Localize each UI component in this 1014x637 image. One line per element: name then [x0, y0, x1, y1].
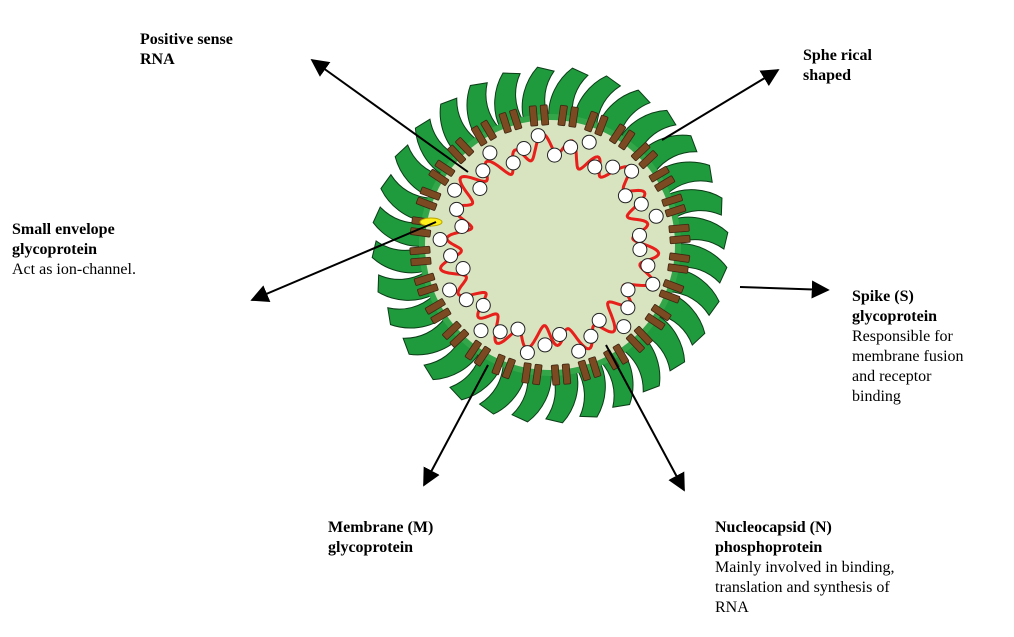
small-envelope-title: Small envelope glycoprotein [12, 220, 136, 260]
nucleocapsid-bead [588, 160, 602, 174]
nucleocapsid-bead [617, 320, 631, 334]
nucleocapsid-bead [444, 249, 458, 263]
nucleocapsid-bead [473, 182, 487, 196]
nucleocapsid-bead [511, 322, 525, 336]
nucleocapsid-bead [506, 156, 520, 170]
nucleocapsid-bead [572, 344, 586, 358]
nucleocapsid-bead [520, 346, 534, 360]
spike-desc: Responsible for membrane fusion and rece… [852, 327, 964, 407]
nucleocapsid-bead [582, 135, 596, 149]
nucleocapsid-desc: Mainly involved in binding, translation … [715, 558, 895, 618]
nucleocapsid-bead [621, 283, 635, 297]
label-spike: Spike (S) glycoprotein Responsible for m… [852, 287, 964, 407]
nucleocapsid-bead [548, 148, 562, 162]
membrane-protein [562, 364, 571, 385]
membrane-protein [529, 106, 538, 127]
nucleocapsid-bead [531, 129, 545, 143]
nucleocapsid-bead [456, 262, 470, 276]
arrow-membrane [424, 365, 488, 485]
nucleocapsid-bead [592, 313, 606, 327]
membrane-title: Membrane (M) glycoprotein [328, 518, 433, 558]
nucleocapsid-bead [564, 140, 578, 154]
label-spherical: Sphe rical shaped [803, 46, 872, 86]
small-envelope-desc: Act as ion-channel. [12, 260, 136, 280]
membrane-protein [540, 105, 549, 126]
nucleocapsid-bead [633, 243, 647, 257]
nucleocapsid-bead [633, 228, 647, 242]
nucleocapsid-bead [443, 283, 457, 297]
nucleocapsid-bead [618, 189, 632, 203]
membrane-protein [670, 235, 691, 244]
label-membrane: Membrane (M) glycoprotein [328, 518, 433, 558]
arrow-spherical [662, 70, 778, 140]
nucleocapsid-bead [625, 164, 639, 178]
membrane-protein [410, 246, 431, 255]
spherical-title: Sphe rical shaped [803, 46, 872, 86]
nucleocapsid-bead [476, 164, 490, 178]
nucleocapsid-bead [476, 298, 490, 312]
nucleocapsid-bead [450, 202, 464, 216]
arrow-spike [740, 287, 828, 290]
nucleocapsid-bead [448, 183, 462, 197]
nucleocapsid-bead [606, 160, 620, 174]
nucleocapsid-bead [634, 197, 648, 211]
nucleocapsid-bead [455, 220, 469, 234]
nucleocapsid-bead [553, 328, 567, 342]
nucleocapsid-bead [621, 301, 635, 315]
label-nucleocapsid: Nucleocapsid (N) phosphoprotein Mainly i… [715, 518, 895, 618]
nucleocapsid-bead [459, 293, 473, 307]
spike-title: Spike (S) glycoprotein [852, 287, 964, 327]
nucleocapsid-bead [433, 233, 447, 247]
membrane-protein [411, 257, 432, 266]
nucleocapsid-bead [584, 329, 598, 343]
nucleocapsid-bead [483, 146, 497, 160]
nucleocapsid-bead [649, 209, 663, 223]
nucleocapsid-bead [538, 338, 552, 352]
positive-rna-title: Positive sense RNA [140, 30, 233, 70]
nucleocapsid-bead [493, 325, 507, 339]
nucleocapsid-bead [646, 277, 660, 291]
nucleocapsid-bead [474, 324, 488, 338]
nucleocapsid-bead [641, 259, 655, 273]
label-positive-rna: Positive sense RNA [140, 30, 233, 70]
membrane-protein [669, 224, 690, 233]
nucleocapsid-title: Nucleocapsid (N) phosphoprotein [715, 518, 895, 558]
label-small-envelope: Small envelope glycoprotein Act as ion-c… [12, 220, 136, 280]
nucleocapsid-bead [517, 142, 531, 156]
membrane-protein [551, 365, 560, 386]
